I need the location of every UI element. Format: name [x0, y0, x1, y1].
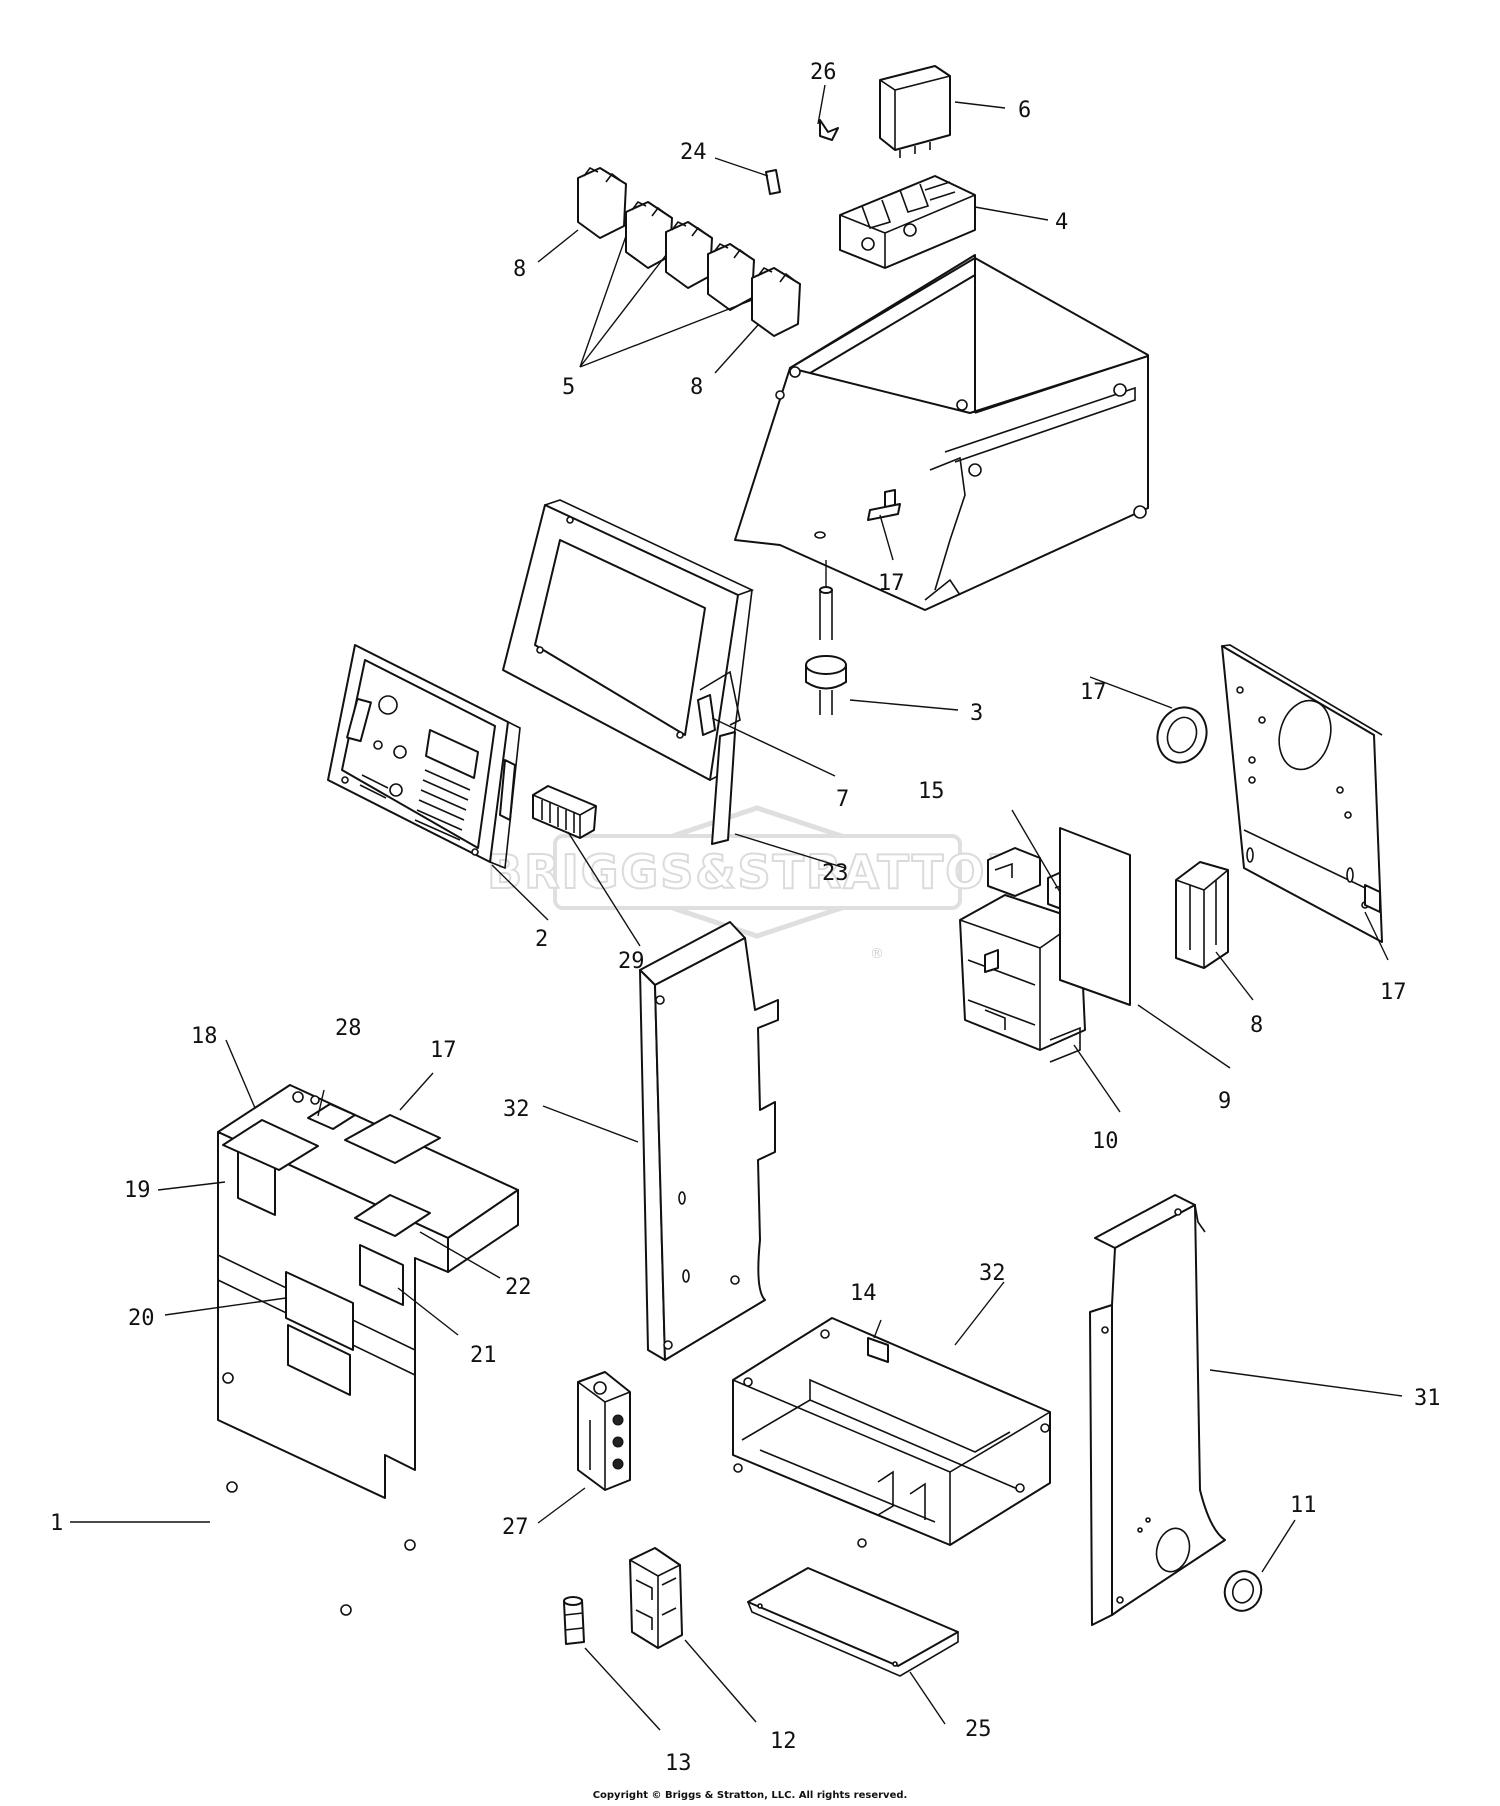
copyright-footer: Copyright © Briggs & Stratton, LLC. All …	[592, 1790, 908, 1801]
part-cover-plate	[747, 1567, 959, 1677]
callout-9: 8	[1250, 1013, 1263, 1038]
callout-10: 9	[1218, 1089, 1231, 1114]
callout-20: 18	[191, 1024, 218, 1049]
part-upper-housing	[734, 254, 1149, 611]
part-terminal-lug	[577, 1371, 631, 1491]
callout-4: 4	[1055, 210, 1068, 235]
callout-18: 17	[1080, 680, 1107, 705]
callout-8-top: 8	[513, 257, 526, 282]
callout-11: 10	[1092, 1129, 1119, 1154]
part-grommet-large	[1156, 706, 1208, 764]
leader-lines	[70, 84, 1403, 1731]
callout-23: 21	[470, 1343, 497, 1368]
part-insulator-sheet	[1059, 827, 1131, 1006]
part-fuse-holder	[629, 1547, 683, 1649]
callout-32: 32	[503, 1097, 530, 1122]
callout-8-bottom: 8	[690, 375, 703, 400]
part-side-bracket-left	[639, 921, 779, 1361]
part-terminal-strip	[532, 785, 597, 839]
part-lower-box	[732, 1317, 1051, 1548]
part-display-frame	[502, 499, 755, 781]
callout-1: 1	[50, 1511, 63, 1536]
callout-7: 7	[836, 787, 849, 812]
callout-17-panel: 17	[1380, 980, 1407, 1005]
briggs-stratton-watermark: BRIGGS&STRATTON ®	[486, 805, 1027, 962]
part-strip	[711, 731, 736, 845]
callout-12: 11	[1290, 1493, 1317, 1518]
callout-26: 24	[680, 140, 707, 165]
callout-22: 20	[128, 1306, 155, 1331]
callout-labels: 6 4 26 24 8 5 8 17 3 7 2 29 23 15 17 17 …	[50, 60, 1441, 1776]
part-clip	[819, 119, 839, 141]
callout-19: 17	[430, 1038, 457, 1063]
part-fuse	[563, 1596, 585, 1645]
callout-13: 12	[770, 1729, 797, 1754]
part-grommet-small	[1223, 1570, 1263, 1612]
part-rear-panel	[1221, 644, 1383, 943]
callout-14: 13	[665, 1751, 692, 1776]
part-terminal-blocks	[577, 166, 801, 337]
callout-33: 31	[1414, 1386, 1441, 1411]
part-relay-socket	[839, 175, 976, 269]
callout-3: 3	[970, 701, 983, 726]
part-front-cover	[217, 1084, 519, 1616]
callout-30: 28	[335, 1016, 362, 1041]
callout-27: 25	[965, 1717, 992, 1742]
part-control-panel	[327, 644, 521, 870]
watermark-text: BRIGGS&STRATTON	[487, 845, 1027, 899]
part-relay	[879, 65, 951, 158]
callout-15: 14	[850, 1281, 877, 1306]
callout-29: 27	[502, 1515, 529, 1540]
callout-24: 22	[505, 1275, 532, 1300]
part-side-bracket-right	[1089, 1194, 1226, 1626]
callout-31: 29	[618, 949, 645, 974]
callout-21: 19	[124, 1178, 151, 1203]
callout-6: 6	[1018, 98, 1031, 123]
callout-17-housing: 17	[878, 571, 905, 596]
callout-2: 2	[535, 927, 548, 952]
part-standoff	[805, 560, 847, 715]
callout-16: 15	[918, 779, 945, 804]
callout-5: 5	[562, 375, 575, 400]
callout-28: 26	[810, 60, 837, 85]
part-pin	[765, 169, 781, 195]
watermark-registered: ®	[870, 946, 884, 962]
callout-34: 32	[979, 1261, 1006, 1286]
part-bracket	[1175, 861, 1229, 969]
callout-25: 23	[822, 861, 849, 886]
